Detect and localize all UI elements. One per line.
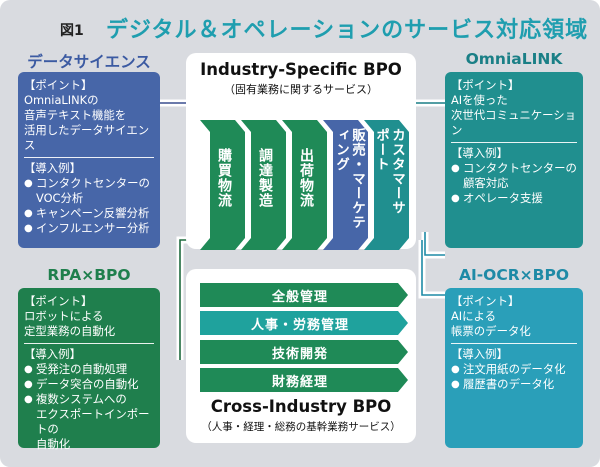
- rpa-case-head: 【導入例】: [24, 347, 81, 361]
- function-arrow-general: [200, 283, 408, 307]
- cross-bpo-title: Cross-Industry BPO: [210, 397, 392, 416]
- omnialink-case-item: オペレータ支援: [451, 191, 577, 206]
- function-label: 財務経理: [271, 374, 328, 390]
- omnialink-point-line: 次世代コミュニケーション: [451, 108, 577, 137]
- industry-bpo-title: Industry-Specific BPO: [200, 60, 402, 79]
- process-label: 調達製造: [257, 148, 273, 208]
- process-label: 購買物流: [216, 148, 232, 208]
- function-label: 人事・労務管理: [250, 317, 349, 333]
- process-chevron-purchase: [200, 120, 245, 250]
- function-arrow-tech: [200, 340, 408, 364]
- process-chevron-shipping: [282, 120, 327, 250]
- aiocr-case-item: 履歴書のデータ化: [451, 377, 577, 392]
- process-chevron-sales: [323, 120, 368, 250]
- process-label: 販売・マーケティング: [333, 128, 365, 230]
- data-science-case-item: キャンペーン反響分析: [24, 206, 154, 221]
- aiocr-point-line: 帳票のデータ化: [451, 324, 531, 338]
- data-science-title: データサイエンス: [27, 53, 151, 71]
- omnialink-point-head: 【ポイント】: [451, 78, 520, 92]
- divider: [451, 142, 577, 143]
- data-science-case-head: 【導入例】: [24, 161, 81, 175]
- omnialink-point-line: AIを使った: [451, 93, 508, 107]
- rpa-point-line: ロボットによる: [24, 309, 104, 323]
- function-label: 全般管理: [271, 289, 328, 305]
- aiocr-case-item: 注文用紙のデータ化: [451, 362, 577, 377]
- divider: [24, 157, 154, 158]
- omnialink-card: 【ポイント】 AIを使った 次世代コミュニケーション 【導入例】 コンタクトセン…: [445, 72, 583, 248]
- cross-bpo-subtitle: （人事・経理・総務の基幹業務サービス）: [201, 421, 401, 433]
- rpa-case-item: 複数システムへの: [24, 392, 154, 407]
- rpa-case-item-cont: エクスポートインポートの: [36, 407, 150, 436]
- divider: [451, 343, 577, 344]
- rpa-case-item: データ突合の自動化: [24, 377, 154, 392]
- function-label: 技術開発: [271, 346, 328, 362]
- aiocr-case-head: 【導入例】: [451, 347, 508, 361]
- divider: [24, 343, 154, 344]
- data-science-case-item: コンタクトセンターの: [24, 176, 154, 191]
- process-chevron-procurement: [241, 120, 286, 250]
- rpa-title: RPA×BPO: [47, 266, 131, 284]
- rpa-point-line: 定型業務の自動化: [24, 324, 116, 338]
- figure-title: デジタル＆オペレーションのサービス対応領域: [106, 18, 589, 43]
- aiocr-point-head: 【ポイント】: [451, 294, 520, 308]
- data-science-point-line: 音声テキスト機能を: [24, 108, 127, 122]
- header: 図1 デジタル＆オペレーションのサービス対応領域: [0, 8, 600, 43]
- omnialink-case-item: コンタクトセンターの: [451, 161, 577, 176]
- process-label: カスタマーサポート: [373, 128, 405, 215]
- figure-label: 図1: [60, 23, 84, 39]
- data-science-case-item: インフルエンサー分析: [24, 221, 154, 236]
- data-science-card: 【ポイント】 OmniaLINKの 音声テキスト機能を 活用したデータサイエンス…: [18, 72, 160, 248]
- function-arrow-finance: [200, 368, 408, 392]
- process-chevron-support: [364, 120, 409, 250]
- data-science-point-line: OmniaLINKの: [24, 93, 99, 107]
- omnialink-case-item-cont: 顧客対応: [463, 176, 509, 190]
- rpa-point-head: 【ポイント】: [24, 294, 93, 308]
- aiocr-point-line: AIによる: [451, 309, 496, 323]
- aiocr-title: AI-OCR×BPO: [458, 266, 570, 284]
- process-label: 出荷物流: [298, 148, 314, 208]
- function-arrow-hr: [200, 311, 408, 335]
- data-science-case-item-cont: VOC分析: [36, 191, 84, 205]
- omnialink-case-head: 【導入例】: [451, 146, 508, 160]
- data-science-point-line: 活用したデータサイエンス: [24, 123, 150, 152]
- omnialink-title: OmniaLINK: [465, 50, 563, 68]
- data-science-point-head: 【ポイント】: [24, 78, 93, 92]
- rpa-case-item: 受発注の自動処理: [24, 362, 154, 377]
- aiocr-card: 【ポイント】 AIによる 帳票のデータ化 【導入例】 注文用紙のデータ化 履歴書…: [445, 288, 583, 448]
- rpa-card: 【ポイント】 ロボットによる 定型業務の自動化 【導入例】 受発注の自動処理 デ…: [18, 288, 160, 451]
- industry-bpo-subtitle: （固有業務に関するサービス）: [224, 83, 378, 96]
- rpa-case-item-cont: 自動化: [36, 437, 71, 451]
